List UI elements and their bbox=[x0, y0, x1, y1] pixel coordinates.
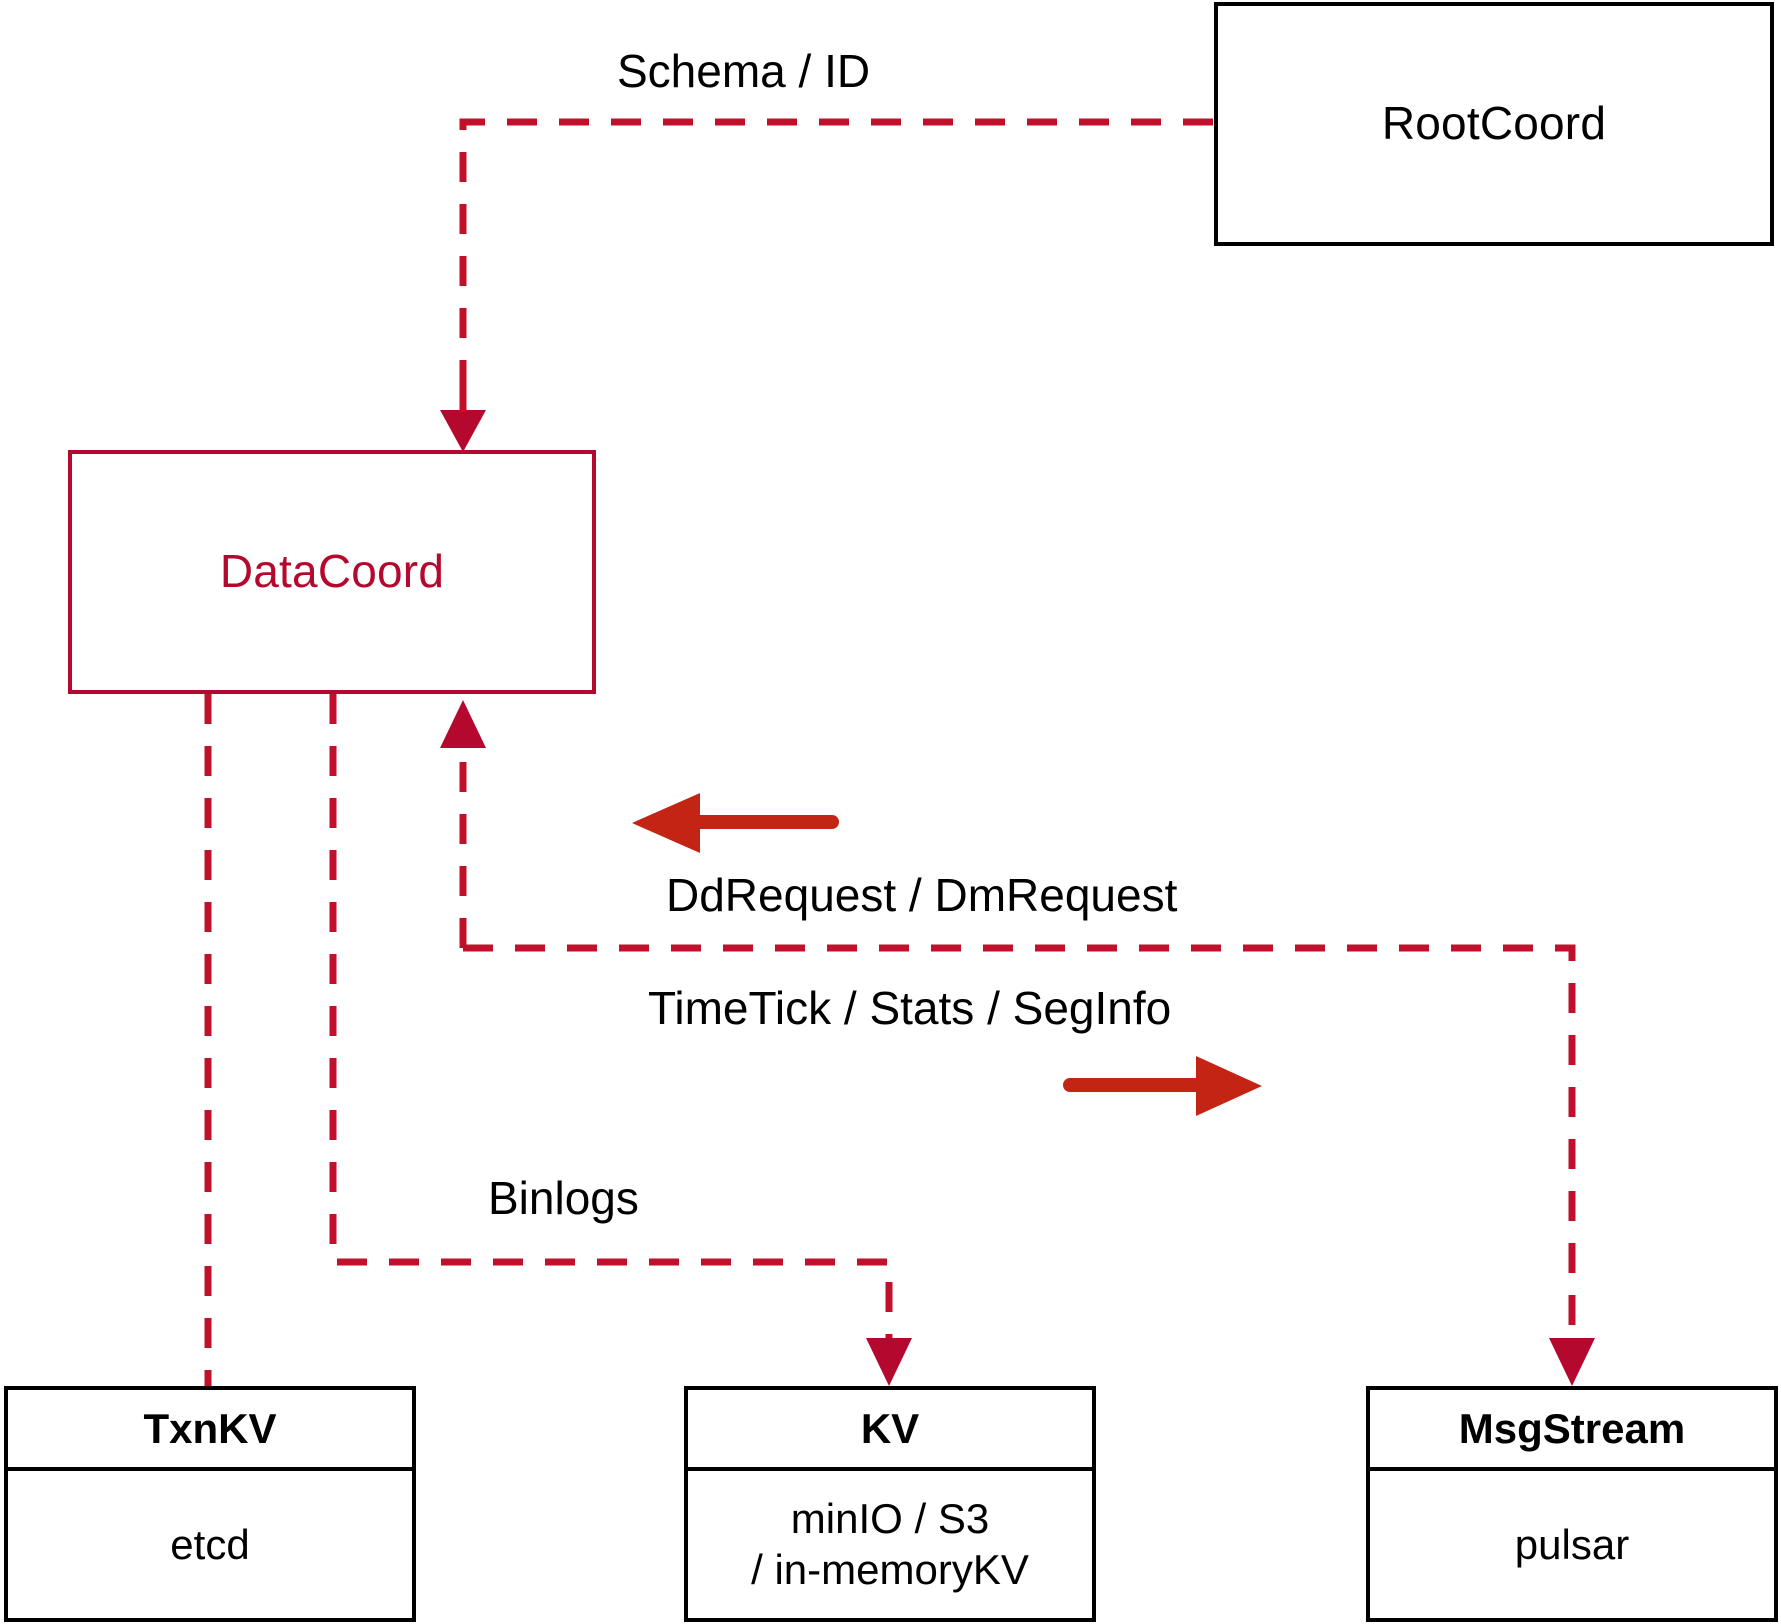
node-kv-body: minIO / S3 / in-memoryKV bbox=[688, 1471, 1092, 1618]
edge-arrow-ddrequest bbox=[632, 793, 839, 853]
node-msgstream-title: MsgStream bbox=[1458, 1404, 1686, 1452]
node-datacoord-label: DataCoord bbox=[219, 545, 445, 598]
node-kv-title: KV bbox=[860, 1404, 920, 1452]
node-txnkv-impl: etcd bbox=[170, 1520, 250, 1568]
node-txnkv-header: TxnKV bbox=[8, 1390, 412, 1471]
node-txnkv-body: etcd bbox=[8, 1471, 412, 1618]
node-txnkv[interactable]: TxnKV etcd bbox=[4, 1386, 416, 1622]
node-rootcoord-label: RootCoord bbox=[1381, 97, 1607, 150]
node-rootcoord[interactable]: RootCoord bbox=[1214, 2, 1774, 246]
node-datacoord[interactable]: DataCoord bbox=[68, 450, 596, 694]
edge-label-binlogs: Binlogs bbox=[488, 1172, 639, 1224]
edge-schema-id bbox=[440, 118, 1213, 452]
node-kv[interactable]: KV minIO / S3 / in-memoryKV bbox=[684, 1386, 1096, 1622]
node-msgstream-impl: pulsar bbox=[1514, 1520, 1630, 1568]
edge-label-timetick-stats-seginfo: TimeTick / Stats / SegInfo bbox=[648, 982, 1172, 1034]
edge-binlogs bbox=[329, 694, 912, 1386]
node-kv-impl-line2: / in-memoryKV bbox=[751, 1546, 1029, 1594]
node-msgstream-header: MsgStream bbox=[1370, 1390, 1774, 1471]
node-msgstream-body: pulsar bbox=[1370, 1471, 1774, 1618]
edge-datacoord-msgstream bbox=[440, 700, 1595, 1386]
node-txnkv-title: TxnKV bbox=[143, 1404, 277, 1452]
node-kv-header: KV bbox=[688, 1390, 1092, 1471]
edge-arrow-timetick bbox=[1063, 1056, 1262, 1116]
edge-label-schema-id: Schema / ID bbox=[617, 45, 871, 97]
node-msgstream[interactable]: MsgStream pulsar bbox=[1366, 1386, 1778, 1622]
edge-label-ddrequest-dmrequest: DdRequest / DmRequest bbox=[666, 869, 1178, 921]
node-kv-impl: minIO / S3 / in-memoryKV bbox=[751, 1493, 1029, 1595]
node-kv-impl-line1: minIO / S3 bbox=[790, 1495, 990, 1543]
